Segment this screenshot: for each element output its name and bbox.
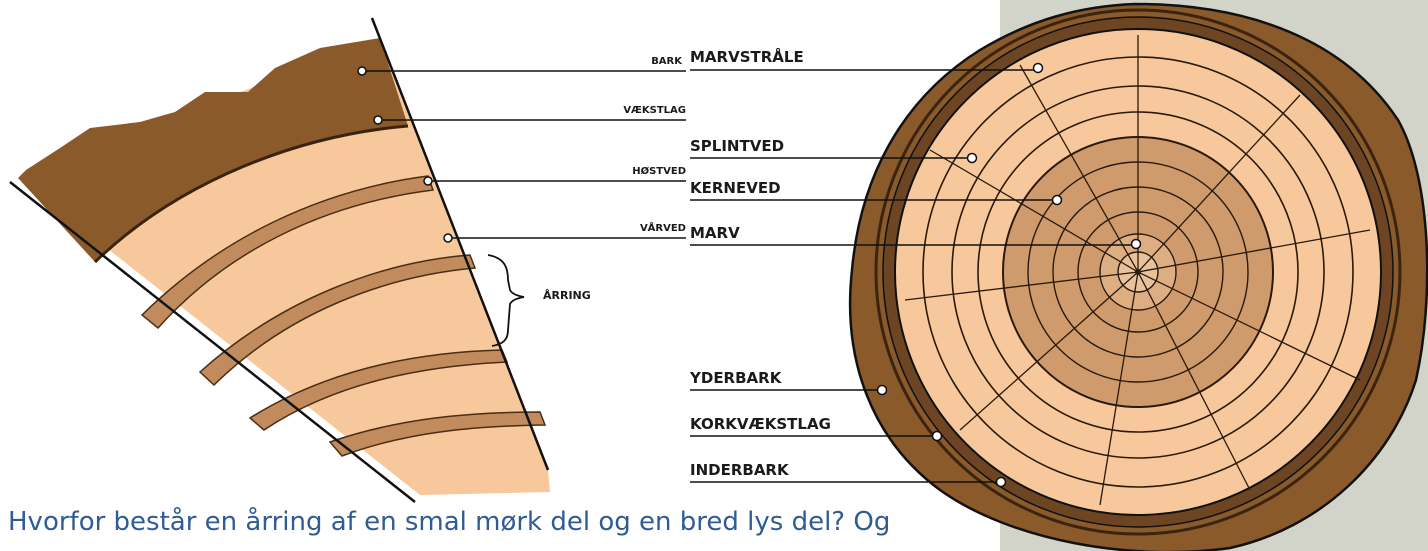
wedge-latewood-band-2 [198,254,477,387]
label-marv: MARV [690,224,740,242]
wedge-leaders [362,70,686,239]
label-hostved: HØSTVED [632,165,686,177]
label-varved: VÅRVED [640,221,686,234]
wedge-leader-dots [357,66,453,243]
wedge-cross-section: BARK VÆKSTLAG HØSTVED VÅRVED ÅRRING [9,17,686,503]
label-marvstraale: MARVSTRÅLE [690,47,804,66]
log-cross-section: MARVSTRÅLE SPLINTVED KERNEVED MARV YDERB… [689,2,1428,551]
label-vaekstlag: VÆKSTLAG [623,105,686,116]
label-yderbark: YDERBARK [689,369,783,387]
log-leaders [690,69,1136,483]
label-kerneved: KERNEVED [690,179,781,197]
label-splintved: SPLINTVED [690,137,784,155]
wedge-cambium-line [93,124,409,264]
wedge-latewood-band-4 [328,411,547,457]
label-arring: ÅRRING [543,289,591,302]
label-korkvaekstlag: KORKVÆKSTLAG [690,415,831,433]
log-leader-dots [876,62,1142,488]
log-cork-cambium [874,8,1402,536]
question-text: Hvorfor består en årring af en smal mørk… [8,507,891,537]
arring-brace [487,254,525,347]
log-medullary-rays [904,35,1371,506]
label-bark: BARK [651,56,683,67]
wedge-outline [9,17,550,503]
log-pith [1135,269,1141,275]
wedge-bark [18,38,408,262]
label-inderbark: INDERBARK [690,461,790,479]
